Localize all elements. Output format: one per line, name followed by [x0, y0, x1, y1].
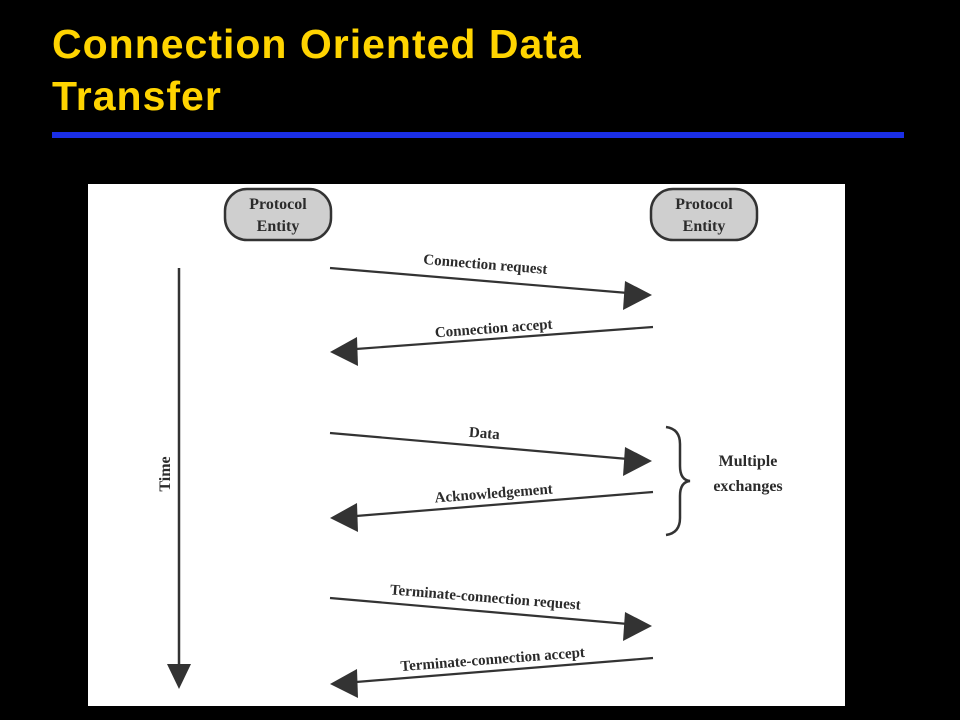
message-terminate-accept-line	[355, 656, 654, 684]
message-connection-request-line	[329, 266, 629, 295]
title-line-2: Transfer	[52, 73, 222, 119]
message-connection-request: Connection request	[329, 252, 652, 310]
message-terminate-request: Terminate-connection request	[329, 582, 652, 641]
title-line-1: Connection Oriented Data	[52, 21, 582, 67]
message-connection-request-arrowhead	[623, 281, 652, 310]
curly-brace-icon	[665, 425, 691, 537]
bracket-label-line2: exchanges	[713, 478, 782, 495]
message-acknowledgement-arrowhead	[330, 503, 358, 532]
message-connection-accept-label: Connection accept	[434, 317, 553, 342]
right-protocol-entity: Protocol Entity	[649, 187, 759, 242]
right-entity-label-line2: Entity	[683, 218, 726, 235]
left-entity-label-line1: Protocol	[249, 196, 307, 213]
message-data-label: Data	[468, 425, 501, 443]
multiple-exchanges-bracket: Multiple exchanges	[665, 425, 783, 537]
message-connection-accept: Connection accept	[330, 317, 654, 366]
message-connection-accept-line	[355, 325, 654, 351]
slide-title: Connection Oriented Data Transfer	[52, 18, 912, 122]
message-terminate-accept-arrowhead	[330, 669, 358, 698]
message-terminate-request-label: Terminate-connection request	[389, 582, 581, 613]
bracket-label-line1: Multiple	[719, 453, 778, 470]
message-terminate-request-arrowhead	[623, 612, 652, 641]
time-axis: Time	[157, 268, 191, 689]
sequence-diagram: Protocol Entity Protocol Entity Time Con…	[157, 187, 783, 698]
message-terminate-accept: Terminate-connection accept	[330, 645, 654, 698]
message-acknowledgement: Acknowledgement	[330, 481, 654, 532]
left-protocol-entity: Protocol Entity	[223, 187, 333, 242]
left-entity-label-line2: Entity	[257, 218, 300, 235]
message-acknowledgement-label: Acknowledgement	[434, 481, 553, 506]
time-axis-label: Time	[157, 456, 174, 491]
message-connection-accept-arrowhead	[330, 337, 358, 366]
message-connection-request-label: Connection request	[423, 252, 548, 278]
message-data-line	[329, 431, 629, 461]
title-underline	[52, 132, 904, 138]
message-acknowledgement-line	[355, 490, 654, 518]
message-data: Data	[329, 425, 652, 476]
message-data-arrowhead	[623, 447, 652, 476]
time-axis-arrowhead	[167, 664, 191, 689]
right-entity-box	[649, 187, 759, 242]
left-entity-box	[223, 187, 333, 242]
right-entity-label-line1: Protocol	[675, 196, 733, 213]
message-terminate-request-line	[329, 596, 629, 626]
diagram-panel: Protocol Entity Protocol Entity Time Con…	[88, 184, 845, 706]
